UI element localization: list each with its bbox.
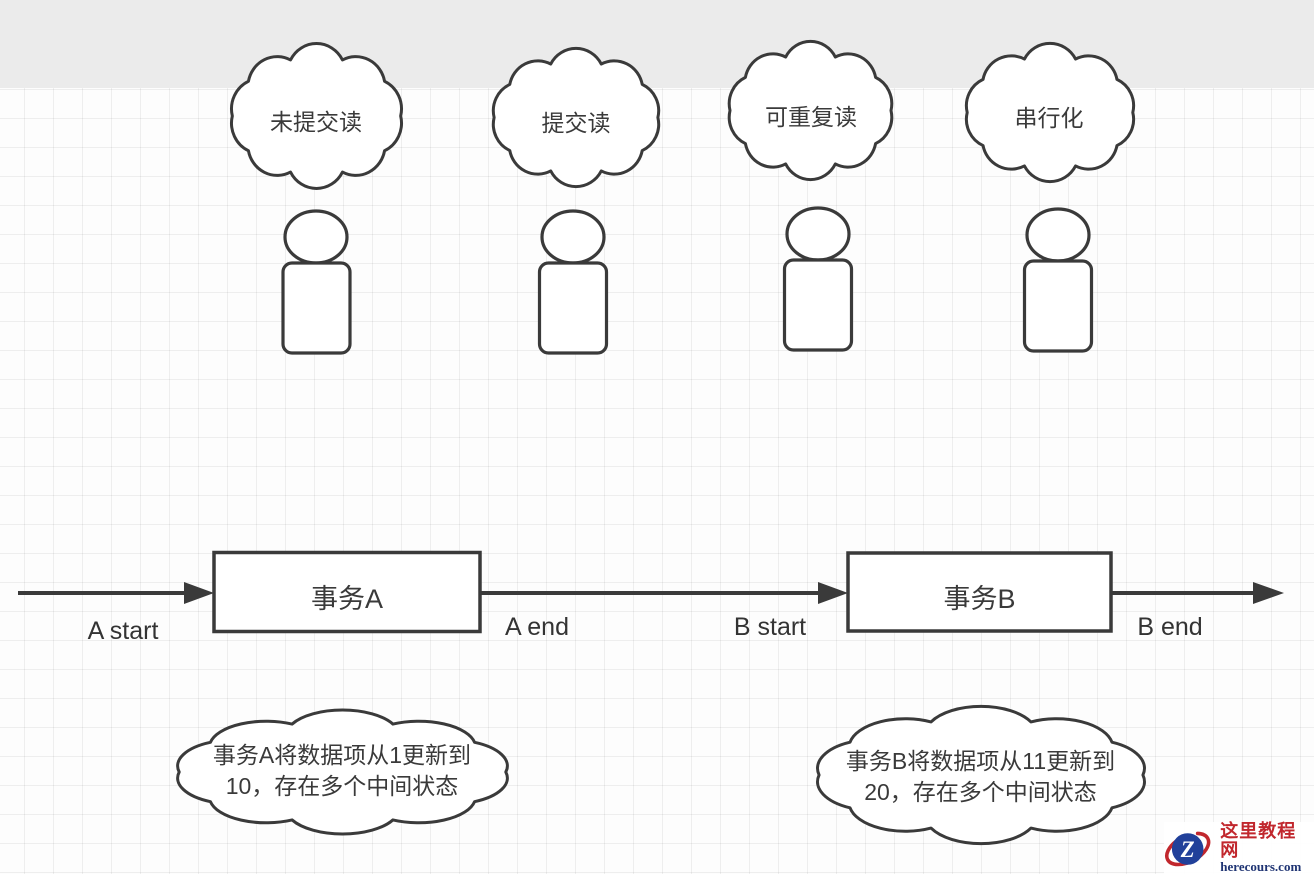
transaction-a-start-label: A start: [87, 617, 159, 645]
arrowhead-into-box-b: [818, 582, 848, 604]
callout-transaction-b-text: 事务B将数据项从11更新到 20，存在多个中间状态: [818, 746, 1143, 808]
actor-figure-3: [782, 206, 854, 352]
callout-transaction-a-text: 事务A将数据项从1更新到 10，存在多个中间状态: [181, 740, 503, 802]
transaction-b-box-label: 事务B: [943, 584, 1016, 614]
site-watermark: Z 这里教程网 herecours.com: [1164, 822, 1314, 874]
transaction-a-end-label: A end: [505, 613, 569, 641]
transaction-a-box-label: 事务A: [310, 584, 383, 614]
callout-transaction-b-line1: 事务B将数据项从11更新到: [845, 748, 1116, 774]
transaction-b-end-label: B end: [1137, 613, 1203, 641]
actor-figure-2: [537, 209, 609, 355]
timeline: [18, 550, 1284, 634]
site-logo-icon: Z: [1164, 831, 1211, 867]
logo-letter: Z: [1180, 837, 1195, 862]
callout-transaction-b-line2: 20，存在多个中间状态: [864, 779, 1097, 805]
isolation-level-read-uncommitted-label: 未提交读: [270, 109, 362, 135]
arrowhead-into-box-a: [184, 582, 214, 604]
actor-figure-1: [281, 209, 352, 355]
site-name: 这里教程网: [1220, 821, 1297, 861]
callout-transaction-a-line2: 10，存在多个中间状态: [225, 773, 459, 799]
actor-figure-4: [1022, 207, 1094, 353]
isolation-level-serializable-label: 串行化: [1014, 105, 1084, 131]
transaction-b-start-label: B start: [733, 613, 807, 641]
isolation-level-read-committed-label: 提交读: [541, 110, 611, 136]
site-url: herecours.com: [1220, 859, 1302, 874]
watermark-text: 这里教程网 herecours.com: [1220, 822, 1314, 873]
callout-transaction-a-line1: 事务A将数据项从1更新到: [212, 742, 472, 768]
arrowhead-timeline-end: [1253, 582, 1284, 604]
isolation-level-repeatable-read-label: 可重复读: [765, 104, 857, 130]
